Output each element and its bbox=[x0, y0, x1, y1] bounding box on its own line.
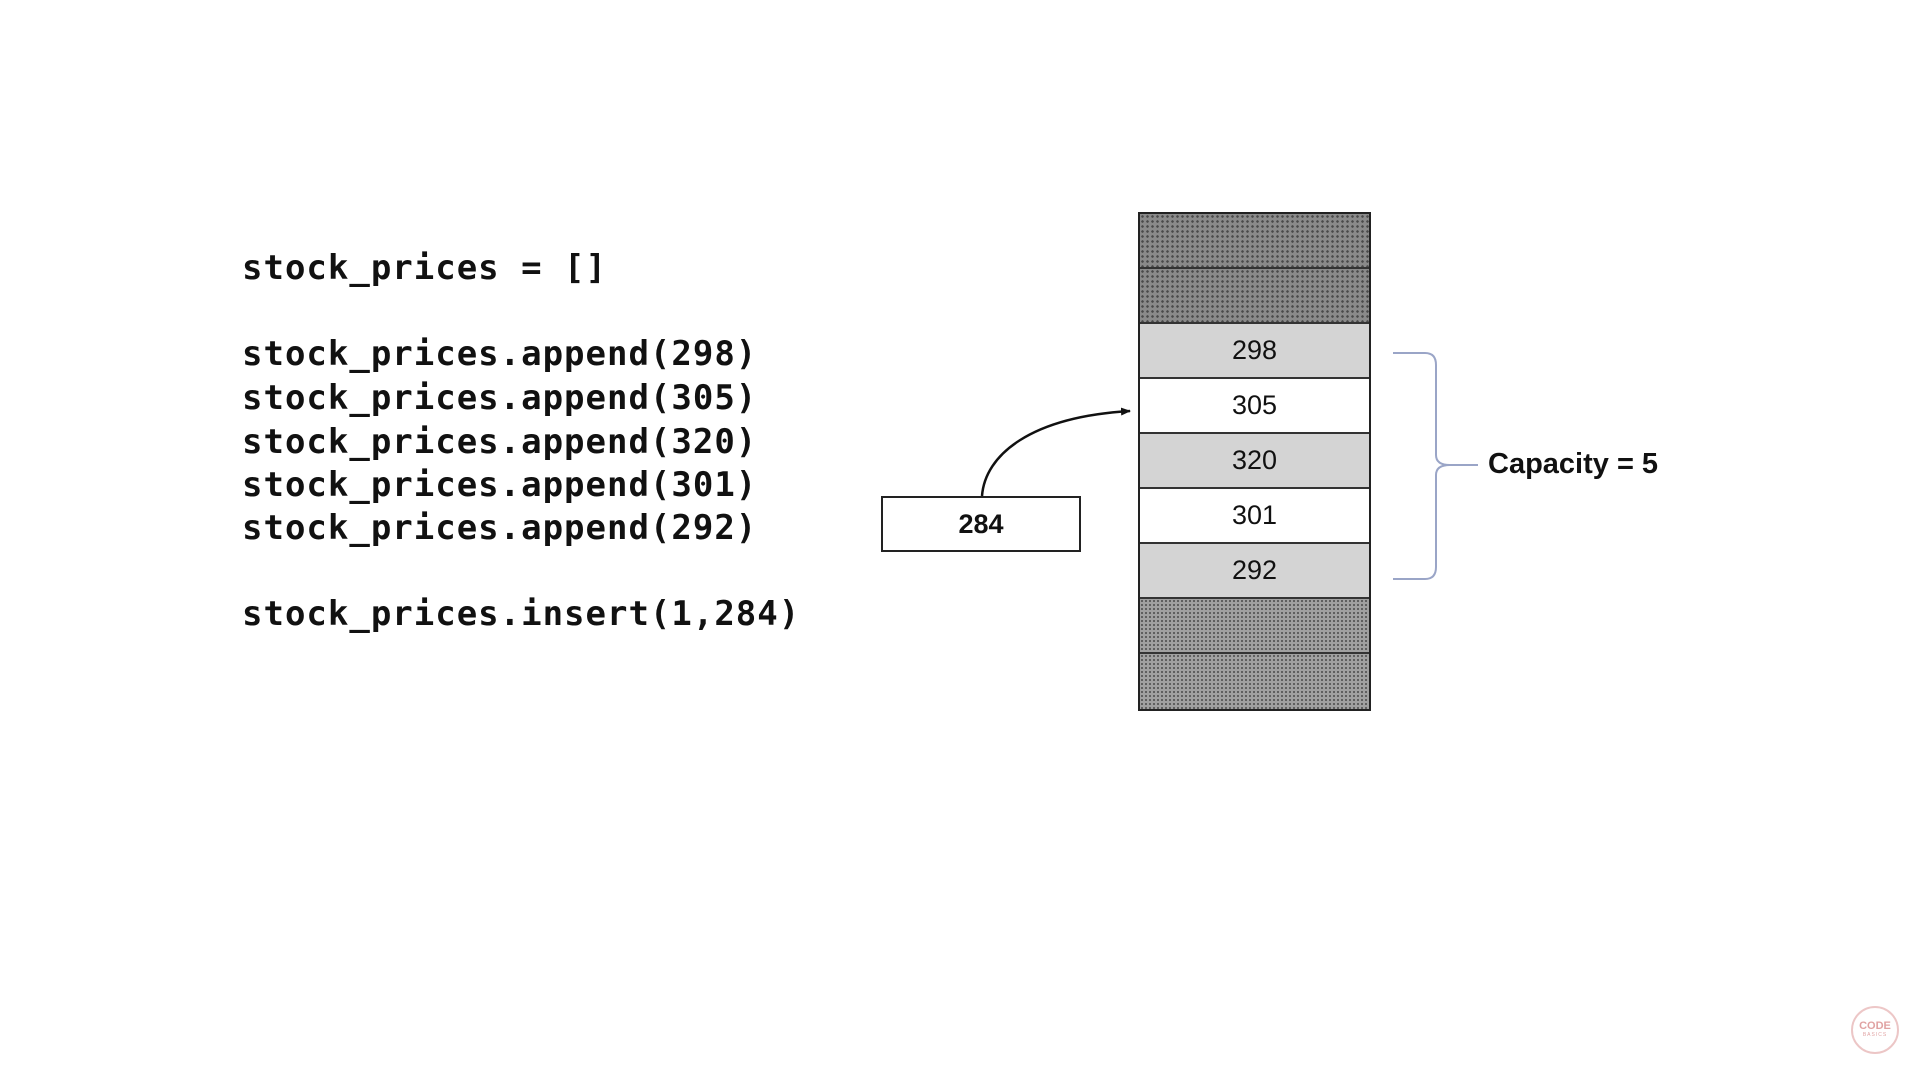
memory-cell-value: 305 bbox=[1231, 390, 1278, 420]
code-line-insert: stock_prices.insert(1,284) bbox=[242, 594, 801, 634]
logo-text-sub: BASICS bbox=[1862, 1032, 1888, 1038]
memory-cell-value: 320 bbox=[1231, 445, 1278, 475]
code-line-init: stock_prices = [] bbox=[242, 248, 607, 288]
memory-cell-unavailable bbox=[1140, 214, 1369, 269]
memory-cell-value: 298 bbox=[1231, 335, 1278, 365]
memory-cell: 301 bbox=[1140, 489, 1369, 544]
codebasics-logo-icon: CODE BASICS bbox=[1851, 1006, 1899, 1054]
memory-cell: 292 bbox=[1140, 544, 1369, 599]
memory-cell-value: 292 bbox=[1231, 555, 1278, 585]
code-line-append-1: stock_prices.append(298) bbox=[242, 334, 758, 374]
insert-value-label: 284 bbox=[958, 508, 1004, 539]
code-line-append-5: stock_prices.append(292) bbox=[242, 508, 758, 548]
memory-cell: 320 bbox=[1140, 434, 1369, 489]
capacity-label: Capacity = 5 bbox=[1488, 448, 1659, 480]
logo-text-main: CODE bbox=[1859, 1020, 1891, 1032]
code-line-append-4: stock_prices.append(301) bbox=[242, 465, 758, 505]
memory-cell-unavailable bbox=[1140, 654, 1369, 709]
memory-array: 298 305 320 301 292 bbox=[1138, 212, 1371, 711]
memory-cell-unavailable bbox=[1140, 269, 1369, 324]
curly-brace-icon bbox=[1393, 352, 1478, 580]
code-line-append-2: stock_prices.append(305) bbox=[242, 378, 758, 418]
code-line-append-3: stock_prices.append(320) bbox=[242, 422, 758, 462]
memory-cell: 298 bbox=[1140, 324, 1369, 379]
memory-cell: 305 bbox=[1140, 379, 1369, 434]
memory-cell-value: 301 bbox=[1231, 500, 1278, 530]
curved-arrow-icon bbox=[980, 407, 1131, 497]
memory-cell-unavailable bbox=[1140, 599, 1369, 654]
insert-value-box: 284 bbox=[881, 496, 1081, 552]
